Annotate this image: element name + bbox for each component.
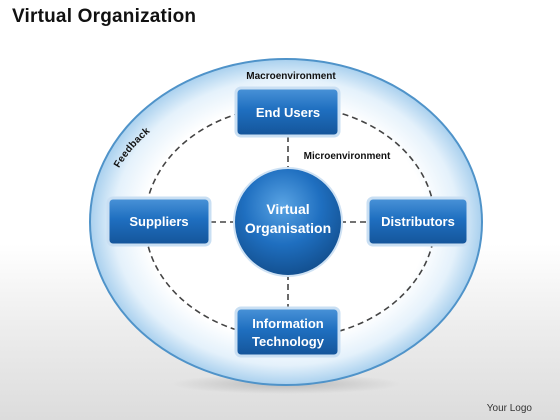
page-title: Virtual Organization [12, 6, 197, 27]
information-technology-label-line2: Technology [252, 334, 325, 349]
footer-logo: Your Logo [486, 403, 532, 414]
end-users-node: End Users [234, 86, 341, 138]
microenvironment-label: Microenvironment [304, 151, 391, 162]
suppliers-node: Suppliers [106, 196, 212, 247]
macroenvironment-label: Macroenvironment [246, 71, 336, 82]
virtual-organisation-center: Virtual Organisation [233, 167, 343, 277]
distributors-label: Distributors [381, 214, 455, 229]
information-technology-node: Information Technology [234, 306, 341, 358]
center-label-line2: Organisation [245, 220, 331, 236]
end-users-label: End Users [256, 105, 320, 120]
center-label-line1: Virtual [266, 201, 309, 217]
suppliers-label: Suppliers [129, 214, 188, 229]
information-technology-label-line1: Information [252, 316, 324, 331]
distributors-node: Distributors [366, 196, 470, 247]
